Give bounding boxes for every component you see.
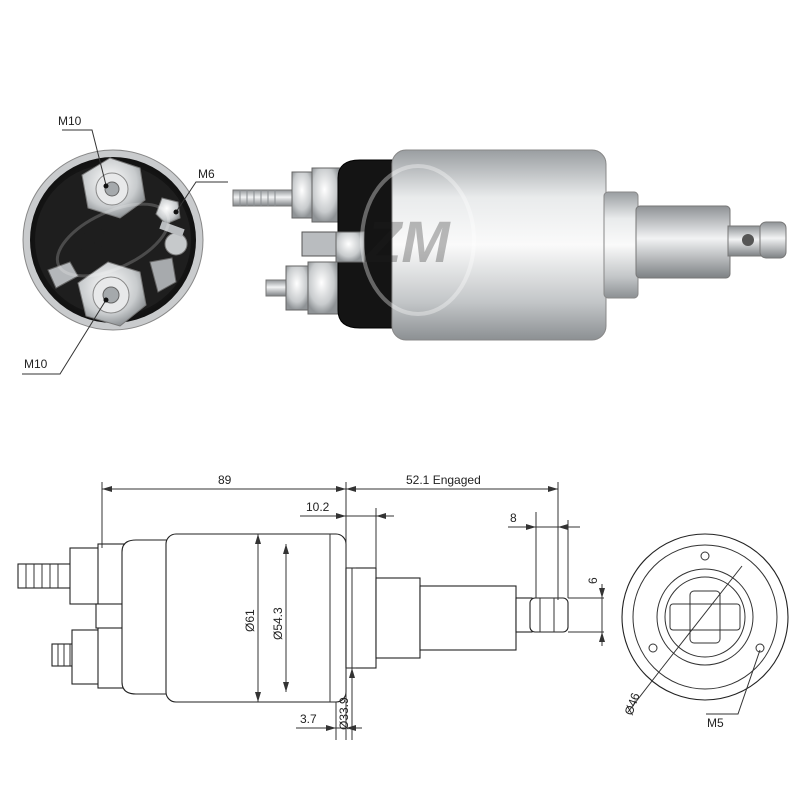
svg-text:3.7: 3.7 [300,712,317,726]
dim-body-diameter: Ø61 [243,534,261,702]
svg-text:6: 6 [586,577,600,584]
dim-flange-thickness: 3.7 [296,712,362,731]
svg-text:ZM: ZM [364,210,451,275]
svg-text:M10: M10 [58,114,82,128]
dim-inner-diameter: Ø54.3 [271,544,289,692]
dim-plunger-tip: 8 [508,511,580,530]
svg-text:Ø46: Ø46 [622,691,643,717]
end-drawing [621,533,789,701]
svg-text:M6: M6 [198,167,215,181]
dim-overall-length: 89 [102,473,346,492]
dim-mount-thread: M5 [706,649,761,730]
dim-tip-thickness: 6 [586,577,605,646]
dim-plunger-diameter: Ø33.9 [337,568,355,740]
dim-bolt-circle: Ø46 [622,667,663,717]
side-view-photo: ZM [232,149,787,341]
svg-text:10.2: 10.2 [306,500,330,514]
dim-flange-offset: 10.2 [300,500,394,519]
svg-text:Ø33.9: Ø33.9 [337,697,351,730]
svg-text:M10: M10 [24,357,48,371]
svg-text:8: 8 [510,511,517,525]
svg-text:M5: M5 [707,716,724,730]
svg-text:52.1 Engaged: 52.1 Engaged [406,473,481,487]
extension-lines [101,482,604,740]
callout-m6: M6 [173,167,228,215]
svg-text:Ø54.3: Ø54.3 [271,607,285,640]
end-view-photo: ZM [22,149,204,331]
callout-bottom-m10: M10 [22,297,109,375]
side-drawing [17,533,569,703]
svg-text:Ø61: Ø61 [243,609,257,632]
callout-top-m10: M10 [58,114,109,189]
watermark-logo: ZM [59,220,110,258]
dim-engaged-travel: 52.1 Engaged [346,473,558,492]
svg-text:89: 89 [218,473,232,487]
top-terminal-nut [81,157,146,219]
small-terminal-nut [155,197,188,256]
